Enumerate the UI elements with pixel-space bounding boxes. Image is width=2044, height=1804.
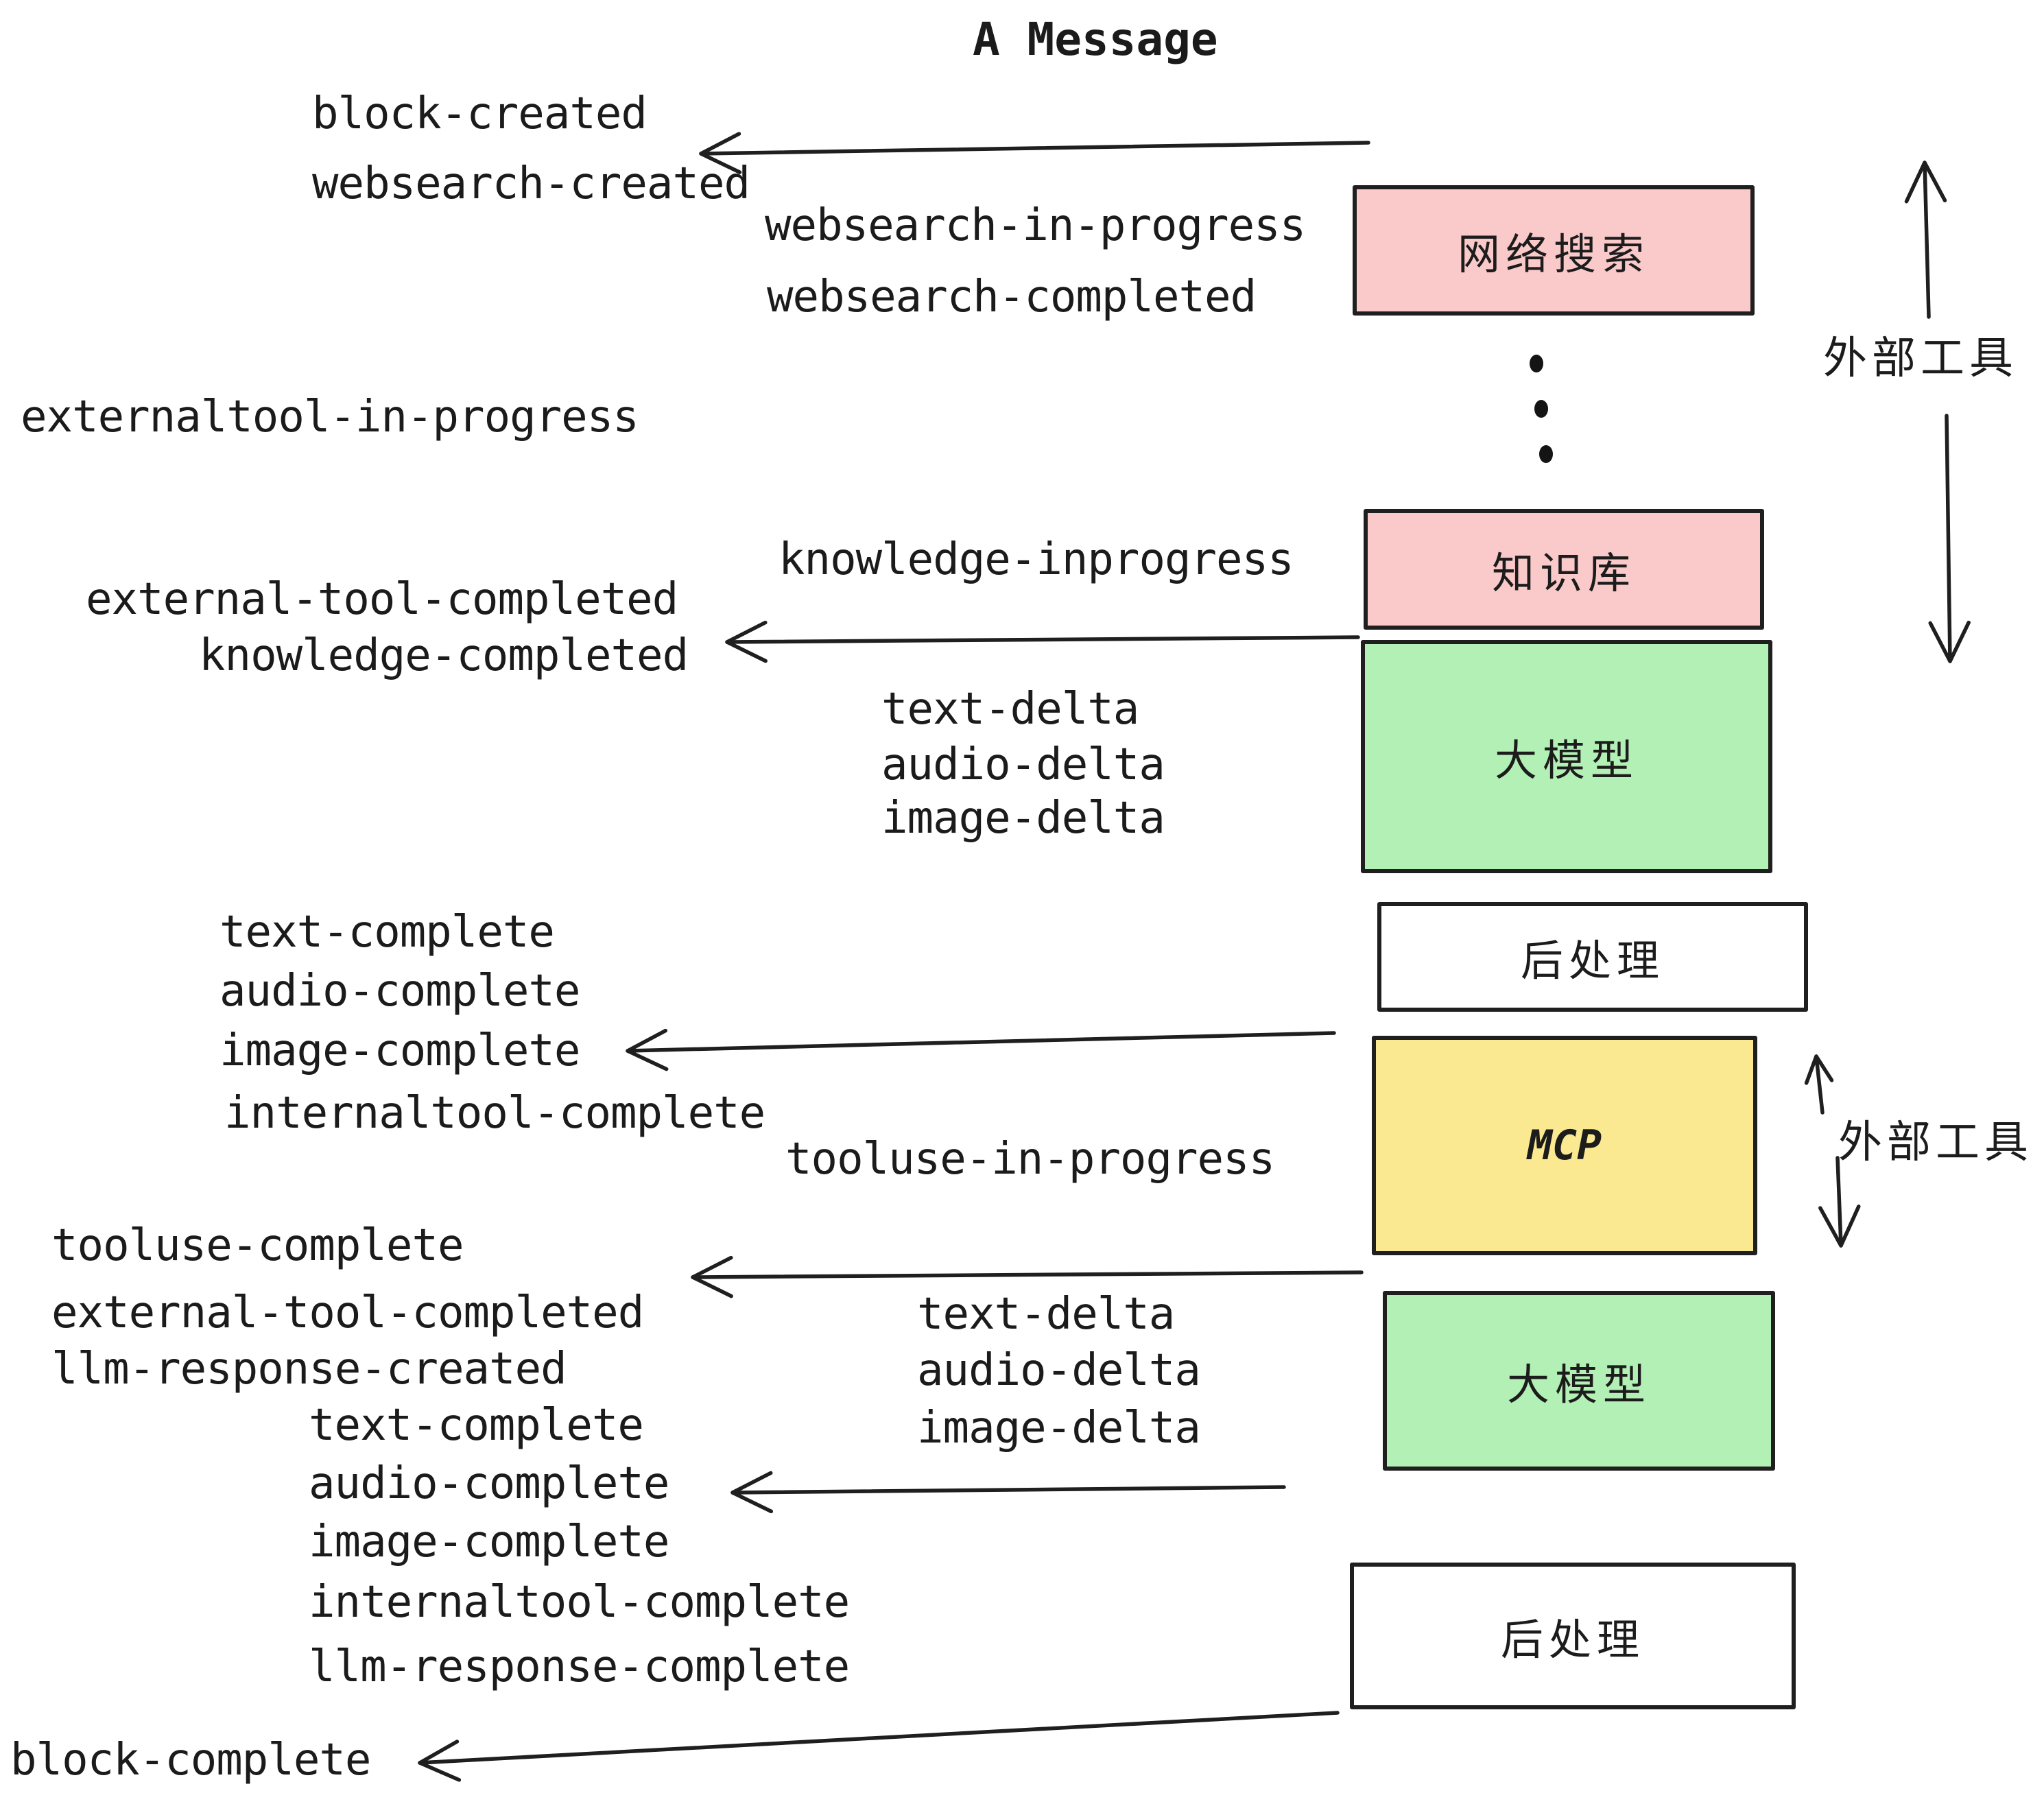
box-label-knowledge: 知识库 [1491, 550, 1636, 597]
event-label-text-complete-1: text-complete [219, 907, 555, 958]
event-label-image-complete-1: image-complete [219, 1025, 580, 1076]
box-label-llm-1: 大模型 [1494, 737, 1639, 785]
event-label-text-delta-2: text-delta [917, 1289, 1175, 1340]
event-label-websearch-completed: websearch-completed [767, 272, 1257, 322]
arrow-to-block-complete [418, 1711, 1340, 1782]
event-label-websearch-created: websearch-created [312, 158, 750, 209]
event-label-llm-response-created: llm-response-created [51, 1344, 567, 1394]
arrow-to-audio-complete [730, 1471, 1286, 1514]
box-knowledge: 知识库 [1364, 509, 1764, 630]
event-label-text-complete-2: text-complete [309, 1400, 644, 1451]
box-mcp: MCP [1372, 1036, 1757, 1255]
event-label-block-complete: block-complete [10, 1735, 371, 1785]
external-tools-up-2 [1804, 1054, 1834, 1115]
event-label-externaltool-in-progress: externaltool-in-progress [21, 392, 639, 442]
box-post-1: 后处理 [1377, 902, 1808, 1012]
event-label-external-tool-completed-1: external-tool-completed [86, 574, 678, 625]
box-llm-1: 大模型 [1361, 640, 1772, 873]
external-tools-up-1 [1904, 161, 1947, 319]
arrow-to-image-complete [626, 1028, 1336, 1071]
ellipsis-dot-2 [1534, 400, 1548, 418]
event-label-internaltool-complete-2: internaltool-complete [309, 1577, 850, 1628]
arrow-to-tooluse-complete [691, 1255, 1364, 1298]
event-label-knowledge-inprogress: knowledge-inprogress [779, 534, 1294, 585]
arrow-to-knowledge-completed [725, 620, 1360, 663]
event-label-audio-delta-2: audio-delta [917, 1345, 1201, 1396]
event-label-external-tool-completed-2: external-tool-completed [51, 1287, 644, 1338]
event-label-knowledge-completed: knowledge-completed [199, 630, 689, 681]
box-websearch: 网络搜索 [1353, 185, 1755, 316]
event-label-internaltool-complete-1: internaltool-complete [224, 1088, 765, 1139]
annotation-external-tools-2: 外部工具 [1838, 1117, 2033, 1167]
box-label-post-1: 后处理 [1520, 938, 1665, 985]
event-label-tooluse-in-progress: tooluse-in-progress [785, 1134, 1275, 1185]
event-label-tooluse-complete: tooluse-complete [51, 1220, 464, 1271]
event-label-image-delta-1: image-delta [881, 793, 1165, 844]
box-post-2: 后处理 [1350, 1563, 1796, 1709]
box-label-websearch: 网络搜索 [1457, 231, 1650, 278]
diagram-title: A Message [973, 13, 1218, 66]
event-label-audio-delta-1: audio-delta [881, 739, 1165, 790]
box-label-llm-2: 大模型 [1506, 1362, 1651, 1409]
external-tools-down-1 [1928, 414, 1971, 663]
event-label-audio-complete-1: audio-complete [219, 966, 580, 1017]
box-label-mcp: MCP [1527, 1121, 1602, 1170]
ellipsis-dot-3 [1539, 445, 1553, 463]
event-label-image-complete-2: image-complete [309, 1517, 669, 1567]
box-llm-2: 大模型 [1383, 1291, 1775, 1471]
external-tools-down-2 [1818, 1156, 1861, 1248]
ellipsis-dot-1 [1530, 355, 1543, 372]
annotation-external-tools-1: 外部工具 [1823, 333, 2018, 383]
event-label-llm-response-complete: llm-response-complete [309, 1641, 850, 1692]
event-label-text-delta-1: text-delta [881, 684, 1139, 735]
event-label-image-delta-2: image-delta [917, 1403, 1201, 1453]
arrow-to-block-created [699, 132, 1370, 174]
event-label-block-created: block-created [312, 88, 647, 139]
event-label-websearch-in-progress: websearch-in-progress [765, 200, 1306, 251]
event-label-audio-complete-2: audio-complete [309, 1458, 669, 1509]
box-label-post-2: 后处理 [1500, 1617, 1645, 1664]
